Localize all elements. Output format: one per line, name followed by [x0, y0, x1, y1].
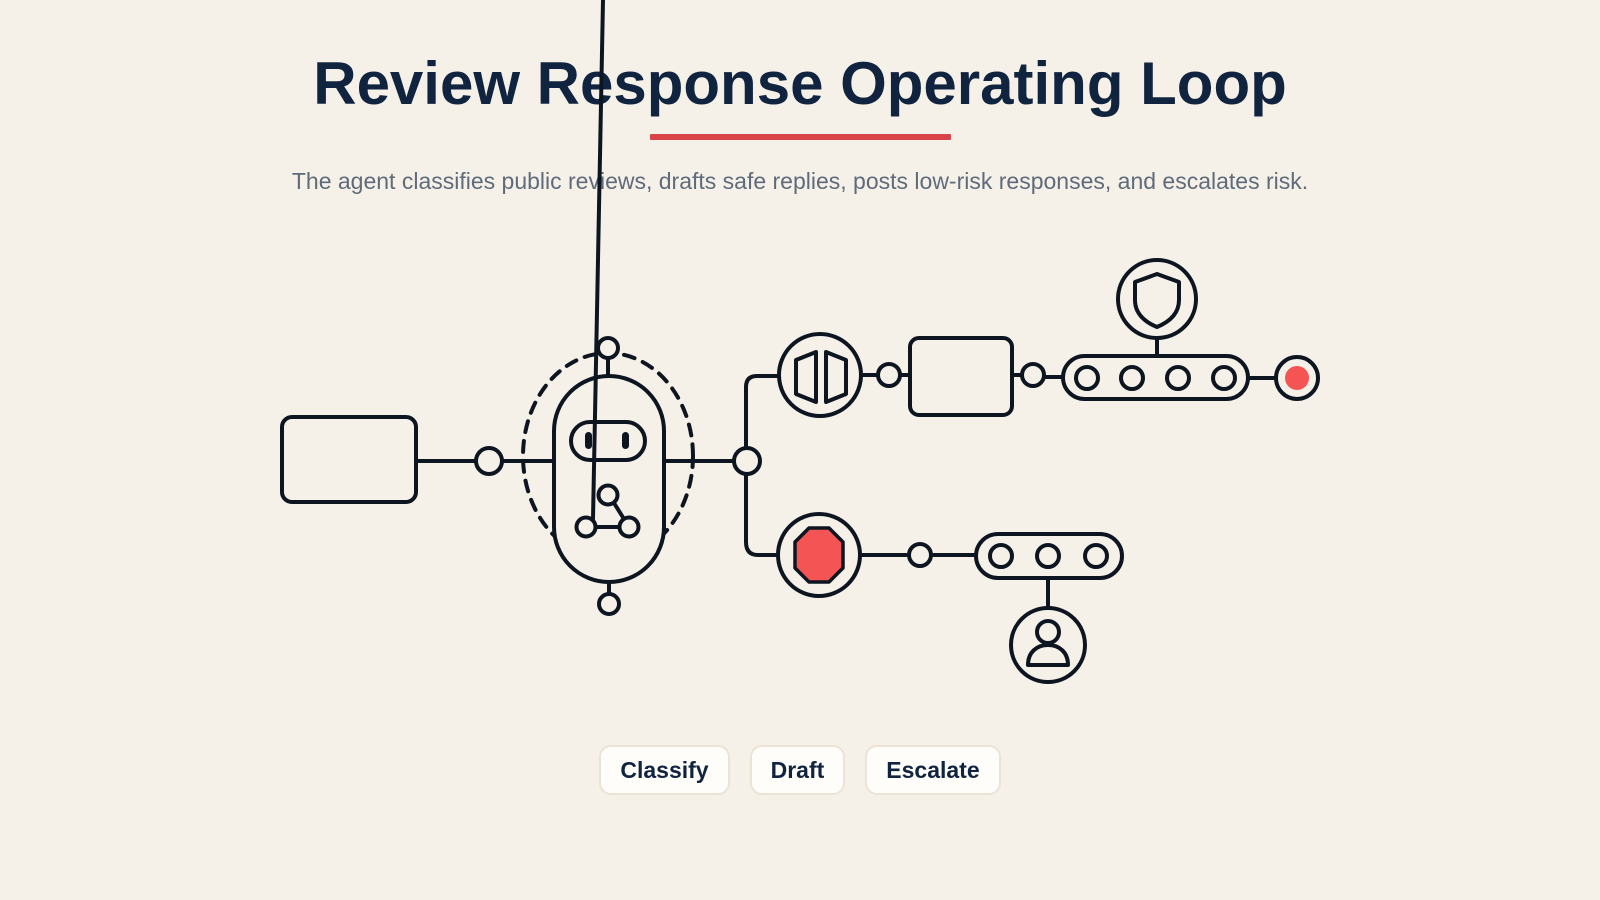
network-nodes-icon	[574, 0, 641, 539]
junction-node	[907, 542, 933, 568]
person-icon	[1009, 606, 1087, 684]
junction-node	[876, 362, 902, 388]
stop-sign-icon	[776, 512, 862, 598]
escalate-button[interactable]: Escalate	[865, 745, 1001, 795]
junction-node	[732, 446, 762, 476]
top-pipeline	[1061, 354, 1250, 401]
robot-agent-icon	[521, 0, 695, 616]
review-input-box-icon	[280, 415, 418, 504]
bottom-pipeline	[974, 532, 1124, 580]
book-icon	[777, 332, 863, 418]
classify-button[interactable]: Classify	[599, 745, 730, 795]
page-subtitle: The agent classifies public reviews, dra…	[291, 168, 1309, 194]
step-buttons: Classify Draft Escalate	[0, 745, 1600, 795]
junction-node	[1020, 362, 1046, 388]
shield-icon	[1116, 258, 1198, 340]
status-dot-icon	[1274, 355, 1320, 401]
title-underline	[650, 134, 951, 140]
draft-button[interactable]: Draft	[749, 745, 846, 795]
reply-draft-box-icon	[908, 336, 1014, 417]
junction-node	[474, 446, 504, 476]
page-title: Review Response Operating Loop	[313, 50, 1287, 117]
